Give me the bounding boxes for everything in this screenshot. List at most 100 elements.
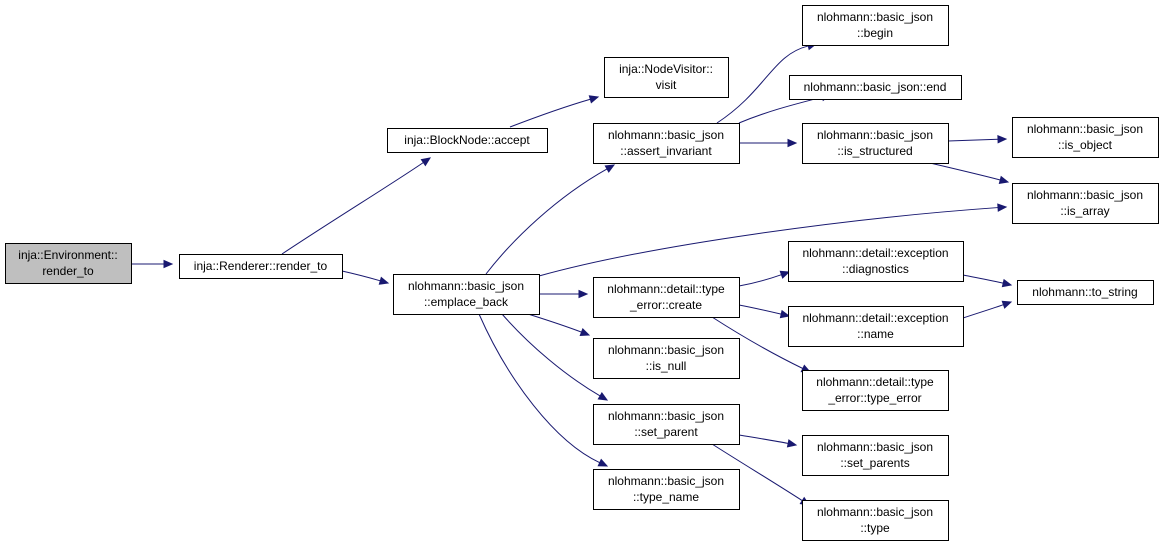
node-box	[5, 243, 132, 284]
edge-line	[962, 274, 1004, 284]
edge-line	[929, 162, 1001, 181]
node-label-line: ::is_structured	[837, 144, 912, 158]
edge-emplace_back-to-assert_invariant	[485, 164, 616, 275]
node-label-line: ::name	[857, 327, 894, 341]
node-type[interactable]: nlohmann::basic_json::type	[802, 500, 949, 541]
node-label-line: ::diagnostics	[842, 262, 909, 276]
edge-line	[711, 316, 804, 369]
edge-arrowhead	[787, 138, 798, 148]
edge-line	[281, 162, 424, 255]
node-label-line: ::type	[860, 521, 890, 535]
node-box	[789, 75, 962, 100]
node-exception-name[interactable]: nlohmann::detail::exception::name	[788, 306, 964, 347]
edge-arrowhead	[604, 164, 616, 173]
edge-line	[341, 270, 381, 282]
node-nodevisitor-visit[interactable]: inja::NodeVisitor::visit	[604, 57, 729, 98]
node-begin[interactable]: nlohmann::basic_json::begin	[802, 5, 949, 46]
node-box	[802, 123, 949, 164]
node-label-line: inja::Renderer::render_to	[194, 259, 328, 273]
node-label-line: ::is_object	[1058, 138, 1113, 152]
node-box	[387, 128, 548, 153]
node-is-structured[interactable]: nlohmann::basic_json::is_structured	[802, 123, 949, 164]
edge-arrowhead	[1001, 300, 1013, 309]
edge-emplace_back-to-type_error_create	[539, 289, 589, 299]
node-type-name[interactable]: nlohmann::basic_json::type_name	[593, 469, 740, 510]
node-box	[802, 370, 949, 411]
node-label-line: nlohmann::basic_json	[608, 409, 724, 423]
node-label-line: nlohmann::detail::type	[816, 375, 934, 389]
node-box	[593, 338, 740, 379]
edge-line	[501, 313, 601, 397]
node-type-error-create[interactable]: nlohmann::detail::type_error::create	[593, 277, 740, 318]
edge-diagnostics-to-to_string	[962, 274, 1013, 288]
call-nodes: inja::Environment::render_to inja::Render…	[5, 5, 1159, 541]
edge-line	[738, 434, 789, 444]
node-label-line: inja::BlockNode::accept	[404, 133, 530, 147]
edge-assert_invariant-to-is_structured	[739, 138, 798, 148]
edge-emplace_back-to-is_array	[538, 203, 1008, 277]
node-label-line: nlohmann::basic_json	[1027, 188, 1143, 202]
node-box	[802, 5, 949, 46]
node-label-line: nlohmann::basic_json	[1027, 122, 1143, 136]
node-label-line: _error::create	[629, 298, 702, 312]
edge-arrowhead	[997, 135, 1008, 144]
node-label-line: ::set_parent	[634, 425, 698, 439]
edge-line	[527, 313, 582, 333]
node-set-parent[interactable]: nlohmann::basic_json::set_parent	[593, 404, 740, 445]
edge-arrowhead	[998, 175, 1010, 184]
node-label-line: ::type_name	[633, 490, 699, 504]
edge-line	[485, 168, 608, 275]
node-label-line: nlohmann::detail::type	[607, 282, 725, 296]
node-label-line: nlohmann::basic_json	[608, 474, 724, 488]
edge-env_render_to-to-renderer_render_to	[131, 259, 174, 269]
node-is-array[interactable]: nlohmann::basic_json::is_array	[1012, 183, 1159, 224]
node-box	[179, 254, 343, 279]
node-to-string[interactable]: nlohmann::to_string	[1017, 280, 1154, 305]
node-label-line: ::is_null	[646, 359, 687, 373]
node-box	[788, 306, 964, 347]
edge-line	[738, 96, 823, 124]
edge-line	[962, 304, 1004, 319]
edge-arrowhead	[779, 270, 791, 279]
edge-arrowhead	[163, 259, 174, 269]
node-label-line: nlohmann::basic_json	[608, 128, 724, 142]
edge-emplace_back-to-is_null	[527, 313, 591, 336]
edge-line	[509, 98, 591, 128]
node-set-parents[interactable]: nlohmann::basic_json::set_parents	[802, 435, 949, 476]
node-renderer-render-to[interactable]: inja::Renderer::render_to	[179, 254, 343, 279]
node-box	[393, 274, 540, 315]
edge-line	[538, 207, 999, 277]
node-label-line: nlohmann::detail::exception	[802, 311, 948, 325]
edge-line	[738, 274, 782, 287]
edge-arrowhead	[378, 276, 390, 285]
node-end[interactable]: nlohmann::basic_json::end	[789, 75, 962, 100]
node-type-error-type-error[interactable]: nlohmann::detail::type_error::type_error	[802, 370, 949, 411]
edge-is_structured-to-is_object	[947, 135, 1008, 144]
node-assert-invariant[interactable]: nlohmann::basic_json::assert_invariant	[593, 123, 740, 164]
node-env-render-to[interactable]: inja::Environment::render_to	[5, 243, 132, 284]
node-label-line: inja::NodeVisitor::	[619, 62, 713, 76]
node-label-line: render_to	[42, 264, 94, 278]
node-is-null[interactable]: nlohmann::basic_json::is_null	[593, 338, 740, 379]
node-label-line: nlohmann::basic_json	[817, 128, 933, 142]
node-label-line: inja::Environment::	[18, 248, 117, 262]
node-is-object[interactable]: nlohmann::basic_json::is_object	[1012, 117, 1159, 158]
node-box	[593, 277, 740, 318]
node-label-line: ::begin	[857, 26, 893, 40]
edge-arrowhead	[420, 157, 432, 167]
edge-arrowhead	[597, 458, 609, 467]
node-label-line: ::assert_invariant	[620, 144, 712, 158]
edge-arrowhead	[786, 439, 798, 448]
call-edges	[131, 41, 1013, 506]
edge-renderer_render_to-to-blocknode_accept	[281, 157, 432, 255]
node-label-line: nlohmann::basic_json	[817, 440, 933, 454]
node-emplace-back[interactable]: nlohmann::basic_json::emplace_back	[393, 274, 540, 315]
node-diagnostics[interactable]: nlohmann::detail::exception::diagnostics	[788, 241, 964, 282]
edge-emplace_back-to-set_parent	[501, 313, 609, 401]
node-label-line: nlohmann::to_string	[1032, 285, 1137, 299]
edge-set_parent-to-set_parents	[738, 434, 798, 448]
edge-emplace_back-to-type_name	[478, 313, 609, 467]
node-blocknode-accept[interactable]: inja::BlockNode::accept	[387, 128, 548, 153]
edge-arrowhead	[997, 203, 1008, 212]
edge-line	[738, 304, 782, 315]
